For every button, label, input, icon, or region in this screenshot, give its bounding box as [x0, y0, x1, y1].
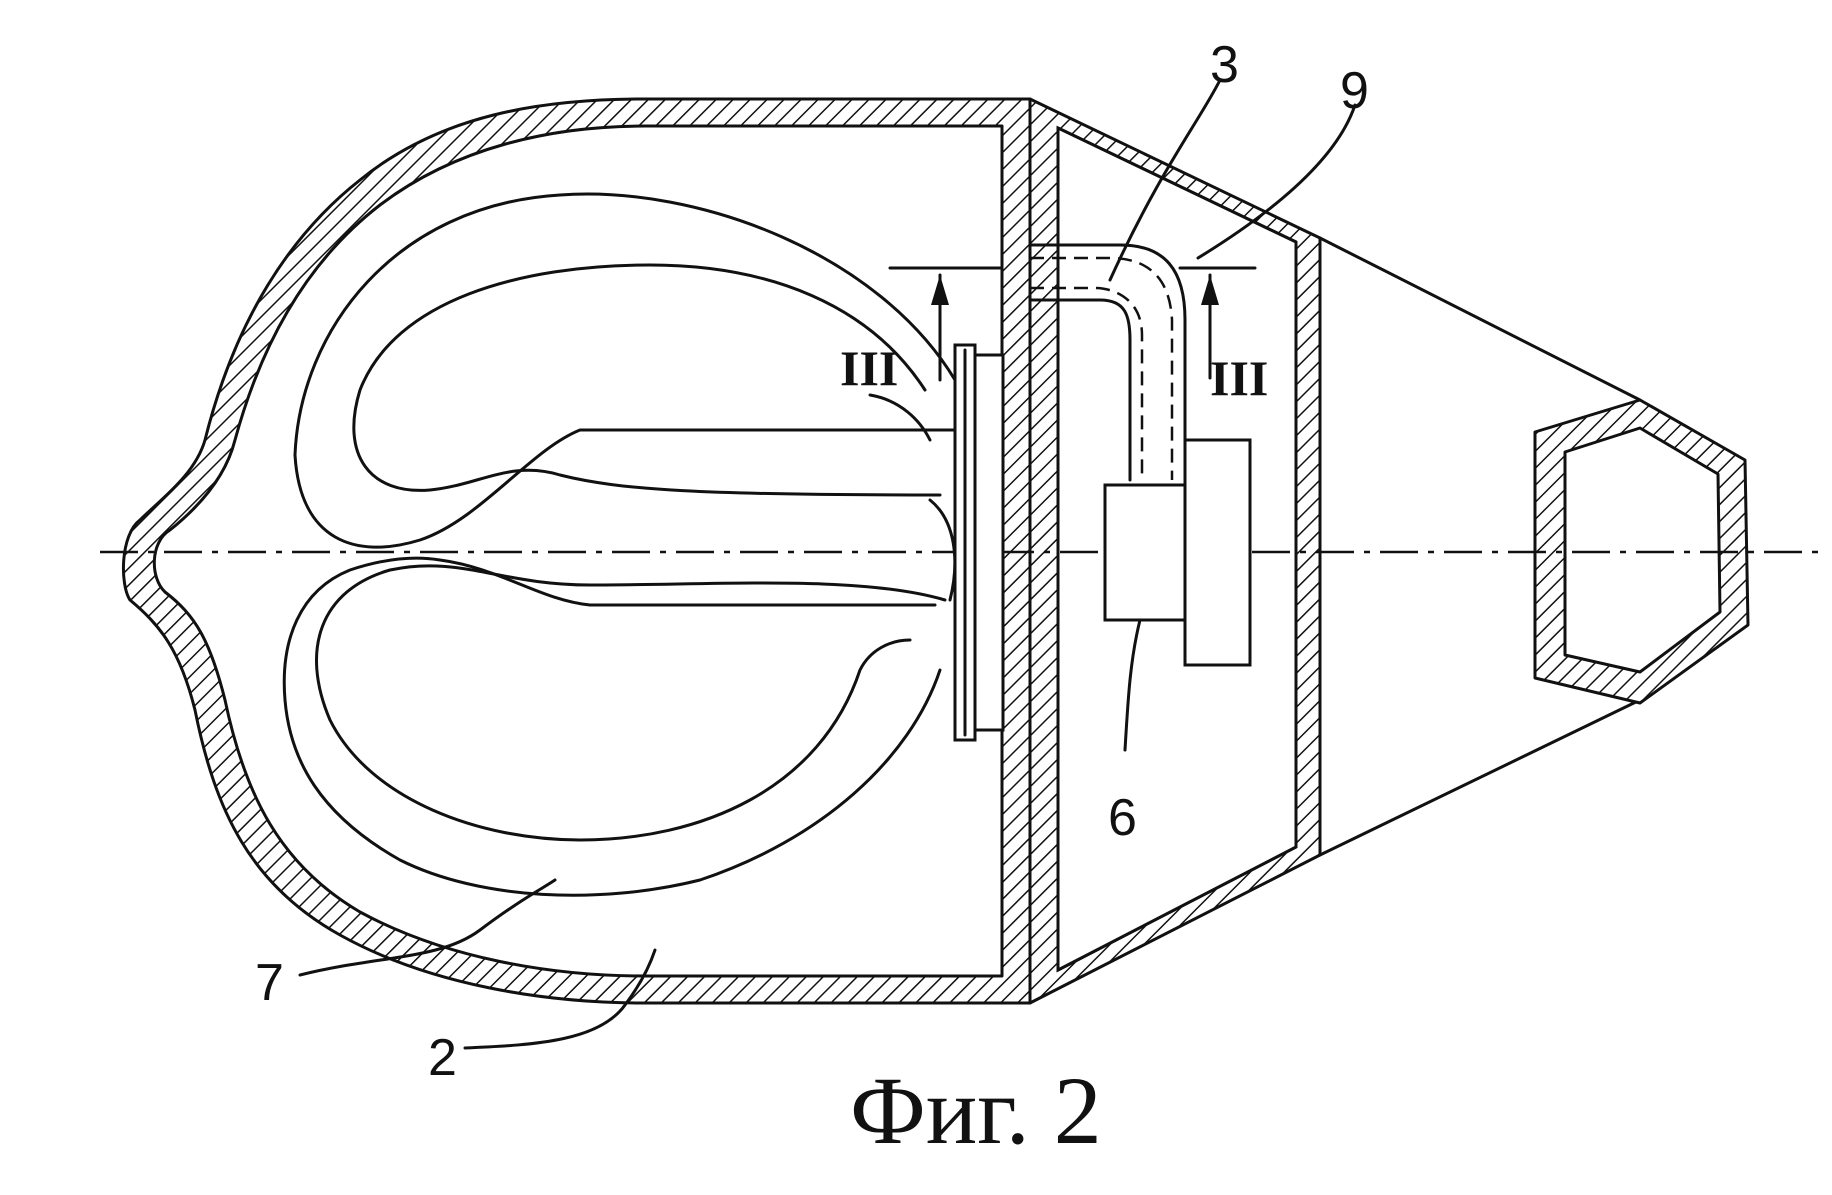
- section-marker-right: III: [1178, 266, 1268, 406]
- section-mark-right-label: III: [1210, 350, 1268, 406]
- hex-end-piece: [1533, 398, 1750, 705]
- section-marker-left: III: [840, 266, 1002, 442]
- label-9: 9: [1340, 62, 1369, 120]
- leader-lines: [298, 78, 1357, 1050]
- figure-caption: Фиг. 2: [850, 1057, 1102, 1164]
- section-mark-left-label: III: [840, 340, 898, 396]
- label-7: 7: [255, 954, 284, 1012]
- label-2: 2: [428, 1029, 457, 1087]
- label-6: 6: [1108, 789, 1137, 847]
- control-unit-6: [1103, 438, 1252, 667]
- rear-housing-shell: [121, 97, 1032, 1005]
- label-3: 3: [1210, 36, 1239, 94]
- mounting-flange: [953, 343, 1005, 742]
- heating-element-coils: [282, 192, 962, 897]
